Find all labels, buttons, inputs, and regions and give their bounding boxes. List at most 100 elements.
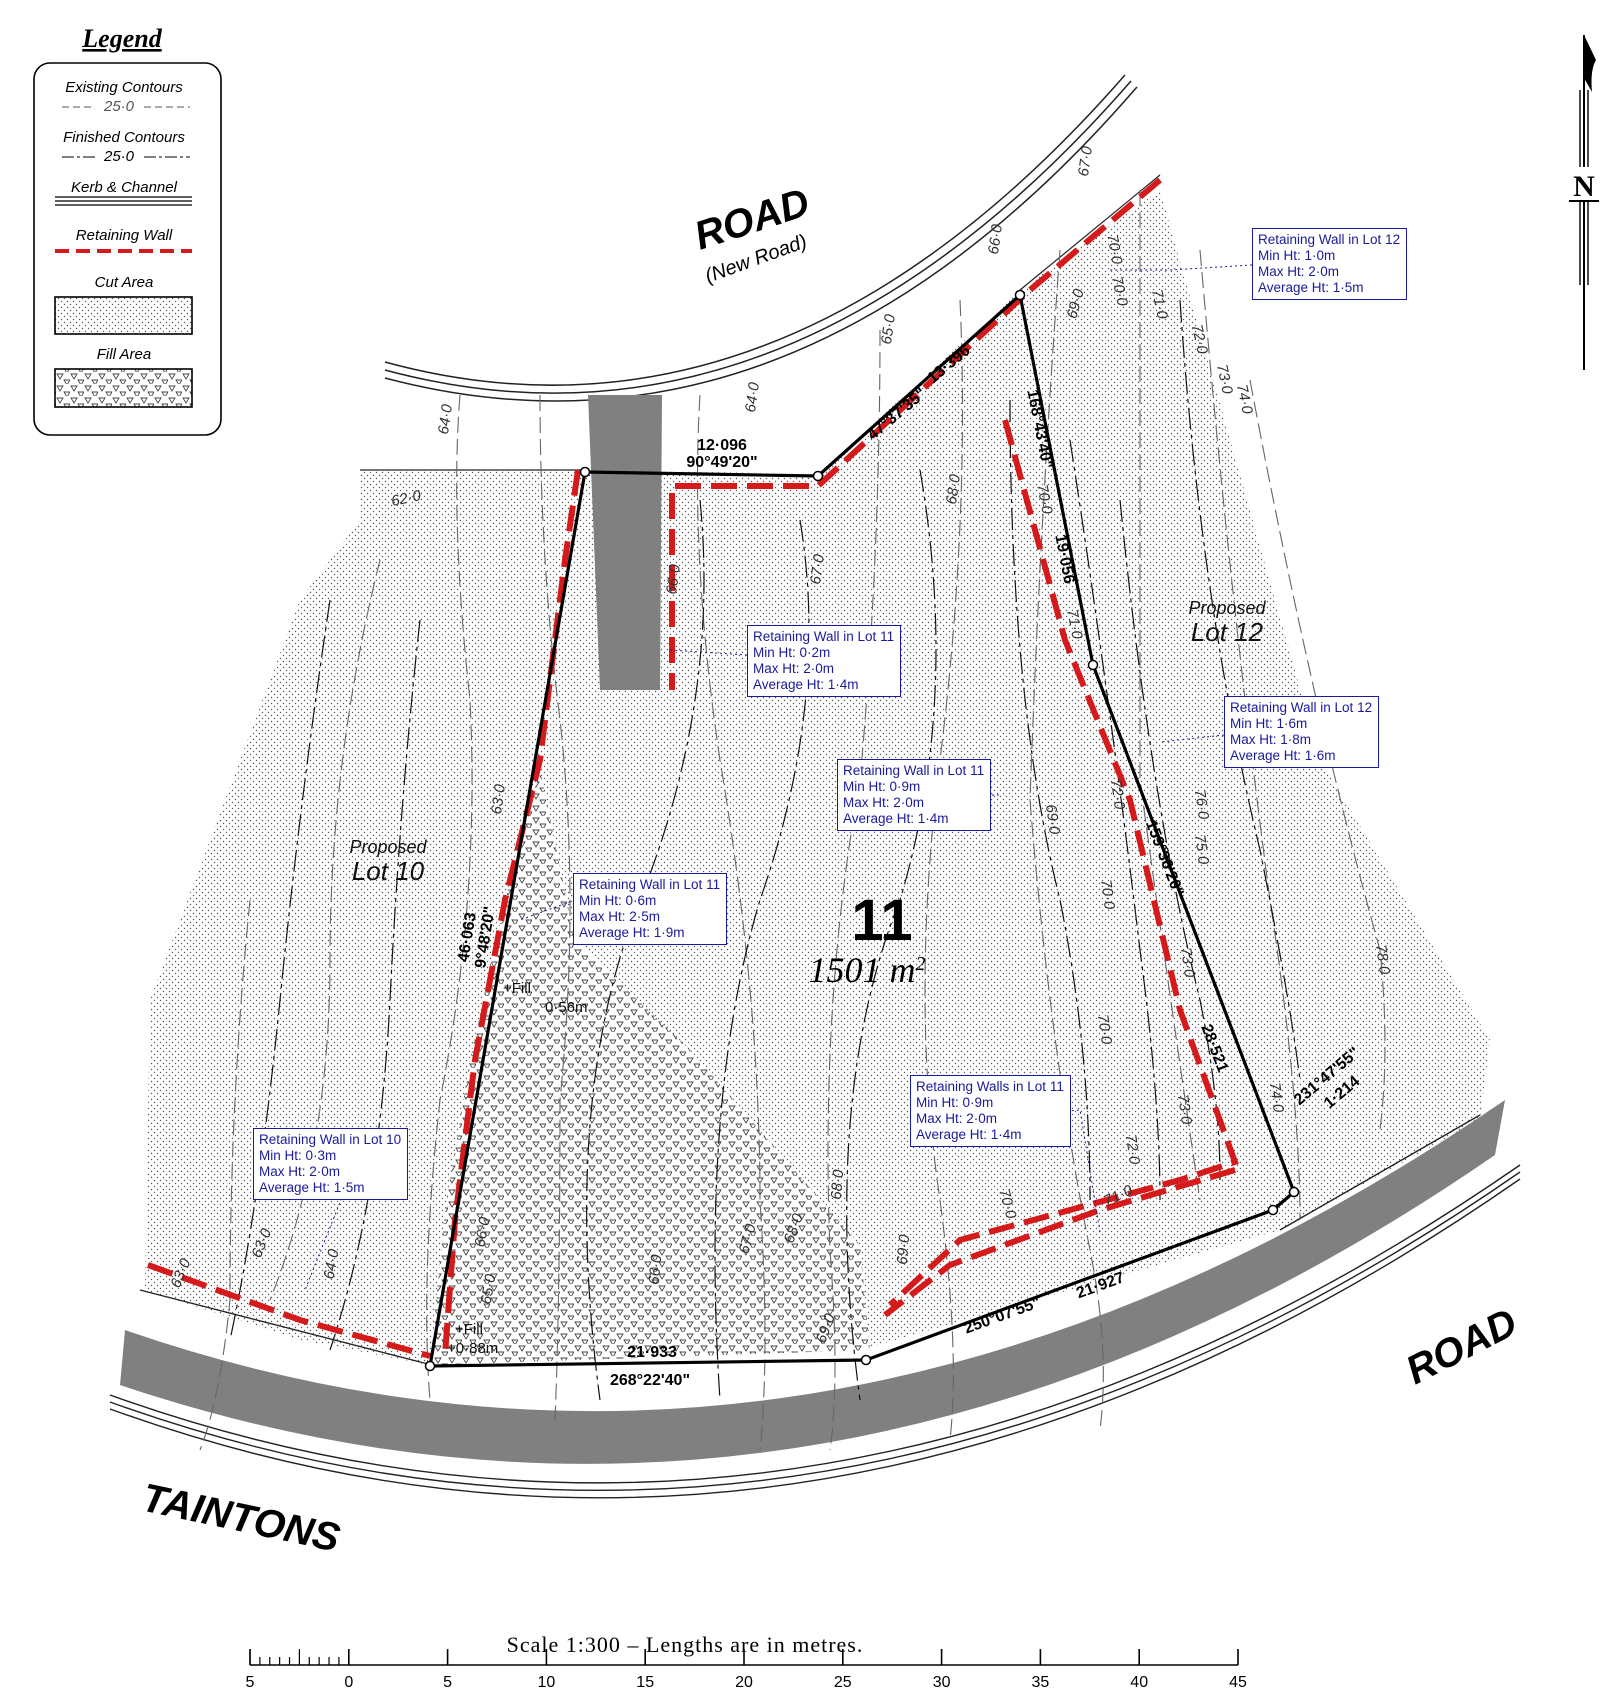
note-min-height: Min Ht: 1·0m xyxy=(1258,248,1336,263)
legend-cut-area-label: Cut Area xyxy=(95,274,154,291)
contour-label: 70·0 xyxy=(1108,275,1131,309)
contour-label: 66·0 xyxy=(663,563,684,596)
note-title: Retaining Walls in Lot 11 xyxy=(916,1079,1064,1094)
scale-title: Scale 1:300 – Lengths are in metres. xyxy=(506,1632,864,1657)
scale-tick-label: 5 xyxy=(246,1674,255,1691)
scale-tick-label: 35 xyxy=(1032,1674,1050,1691)
note-min-height: Min Ht: 0·3m xyxy=(259,1148,337,1163)
legend-finished-contours-label: Finished Contours xyxy=(63,129,185,146)
driveway-shading xyxy=(588,395,662,690)
contour-label: 73·0 xyxy=(1213,363,1236,397)
note-min-height: Min Ht: 0·2m xyxy=(753,645,831,660)
legend-fill-area-label: Fill Area xyxy=(97,346,151,363)
contour-label: 75·0 xyxy=(1191,833,1212,866)
lot-11-area-exponent: 2 xyxy=(916,953,926,975)
contour-label: 70·0 xyxy=(1103,233,1125,266)
note-max-height: Max Ht: 2·0m xyxy=(753,661,835,676)
contour-label: 65·0 xyxy=(478,1272,500,1305)
north-arrow-icon: N xyxy=(1569,35,1599,370)
contour-label: 69·0 xyxy=(1042,803,1063,836)
note-title: Retaining Wall in Lot 11 xyxy=(753,629,895,644)
contour-label: 70·0 xyxy=(1097,878,1118,911)
scale-tick-label: 30 xyxy=(933,1674,951,1691)
dimension-label: 268°22'40" xyxy=(610,1372,690,1389)
note-max-height: Max Ht: 2·0m xyxy=(916,1111,998,1126)
retaining-wall-note: Retaining Wall in Lot 11 Min Ht: 0·9m Ma… xyxy=(837,759,992,831)
fill-label-line: +Fill xyxy=(455,1321,483,1338)
contour-label: 64·0 xyxy=(321,1247,343,1280)
note-average-height: Average Ht: 1·5m xyxy=(1258,280,1364,295)
contour-label: 66·0 xyxy=(985,223,1006,256)
boundary-corner-points xyxy=(424,289,1300,1372)
note-max-height: Max Ht: 2·0m xyxy=(259,1164,341,1179)
note-max-height: Max Ht: 1·8m xyxy=(1230,732,1312,747)
note-average-height: Average Ht: 1·9m xyxy=(579,925,685,940)
fill-area-shading xyxy=(430,770,870,1365)
note-average-height: Average Ht: 1·4m xyxy=(843,811,949,826)
contour-label: 72·0 xyxy=(1188,323,1211,357)
contour-label: 72·0 xyxy=(1107,778,1128,811)
contour-label: 64·0 xyxy=(435,403,456,436)
legend-title: Legend xyxy=(81,24,162,53)
scale-tick-label: 45 xyxy=(1229,1674,1247,1691)
note-average-height: Average Ht: 1·6m xyxy=(1230,748,1336,763)
scale-tick-label: 15 xyxy=(636,1674,654,1691)
scale-tick-label: 25 xyxy=(834,1674,852,1691)
note-average-height: Average Ht: 1·5m xyxy=(259,1180,365,1195)
contour-label: 63·0 xyxy=(488,783,509,816)
legend: Legend Existing Contours 25·0 Finished C… xyxy=(33,24,222,436)
scale-tick-label: 20 xyxy=(735,1674,753,1691)
retaining-wall-note: Retaining Wall in Lot 10 Min Ht: 0·3m Ma… xyxy=(253,1128,409,1200)
lot-10-name: Lot 10 xyxy=(352,856,425,886)
contour-label: 74·0 xyxy=(1266,1081,1287,1114)
legend-kerb-label: Kerb & Channel xyxy=(71,179,178,196)
contour-label: 62·0 xyxy=(390,487,424,510)
dimension-label: 12·096 xyxy=(697,437,747,454)
retaining-wall-note: Retaining Wall in Lot 11 Min Ht: 0·2m Ma… xyxy=(747,625,902,697)
fill-label-line: 0·56m xyxy=(545,999,588,1016)
note-min-height: Min Ht: 0·9m xyxy=(843,779,921,794)
contour-label: 67·0 xyxy=(1075,145,1096,178)
contour-label: 68·0 xyxy=(943,473,964,506)
fill-label-line: +0·88m xyxy=(447,1340,498,1357)
legend-retaining-wall-label: Retaining Wall xyxy=(76,227,173,244)
taintons-road-label-right: ROAD xyxy=(1399,1300,1524,1393)
contour-label: 78·0 xyxy=(1372,943,1393,976)
contour-label: 65·0 xyxy=(878,313,899,346)
lot-11-area: 1501 m2 xyxy=(809,950,926,990)
contour-label: 70·0 xyxy=(1033,483,1056,516)
lot-10-proposed: Proposed xyxy=(349,837,427,857)
contour-label: 67·0 xyxy=(807,553,828,586)
note-min-height: Min Ht: 1·6m xyxy=(1230,716,1308,731)
dimension-label: 90°49'20" xyxy=(686,454,757,471)
note-average-height: Average Ht: 1·4m xyxy=(916,1127,1022,1142)
note-title: Retaining Wall in Lot 11 xyxy=(843,763,985,778)
scale-tick-label: 5 xyxy=(443,1674,452,1691)
note-title: Retaining Wall in Lot 10 xyxy=(259,1132,402,1147)
note-title: Retaining Wall in Lot 11 xyxy=(579,877,721,892)
contour-label: 74·0 xyxy=(1233,383,1256,417)
fill-labels: +Fill 0·56m +Fill +0·88m xyxy=(447,980,588,1357)
contour-label: 73·0 xyxy=(1177,946,1198,979)
lot-12-name: Lot 12 xyxy=(1191,617,1264,647)
note-max-height: Max Ht: 2·5m xyxy=(579,909,661,924)
contour-label: 70·0 xyxy=(1094,1013,1115,1046)
fill-label-line: +Fill xyxy=(503,980,531,997)
contour-label: 69·0 xyxy=(894,1233,914,1265)
contour-label: 66·0 xyxy=(646,1253,666,1285)
note-min-height: Min Ht: 0·6m xyxy=(579,893,657,908)
scale-tick-label: 10 xyxy=(538,1674,556,1691)
note-title: Retaining Wall in Lot 12 xyxy=(1258,232,1401,247)
retaining-wall-note: Retaining Walls in Lot 11 Min Ht: 0·9m M… xyxy=(910,1075,1071,1147)
contour-label: 71·0 xyxy=(1063,608,1086,641)
contour-label: 66·0 xyxy=(472,1215,494,1248)
contour-label: 71·0 xyxy=(1148,288,1171,322)
lot-12-proposed: Proposed xyxy=(1188,598,1266,618)
lot-11-area-value: 1501 m xyxy=(809,950,916,990)
note-min-height: Min Ht: 0·9m xyxy=(916,1095,994,1110)
retaining-wall-note: Retaining Wall in Lot 11 Min Ht: 0·6m Ma… xyxy=(573,873,728,945)
legend-existing-contours-sample: 25·0 xyxy=(103,98,135,115)
contour-label: 64·0 xyxy=(742,381,763,414)
